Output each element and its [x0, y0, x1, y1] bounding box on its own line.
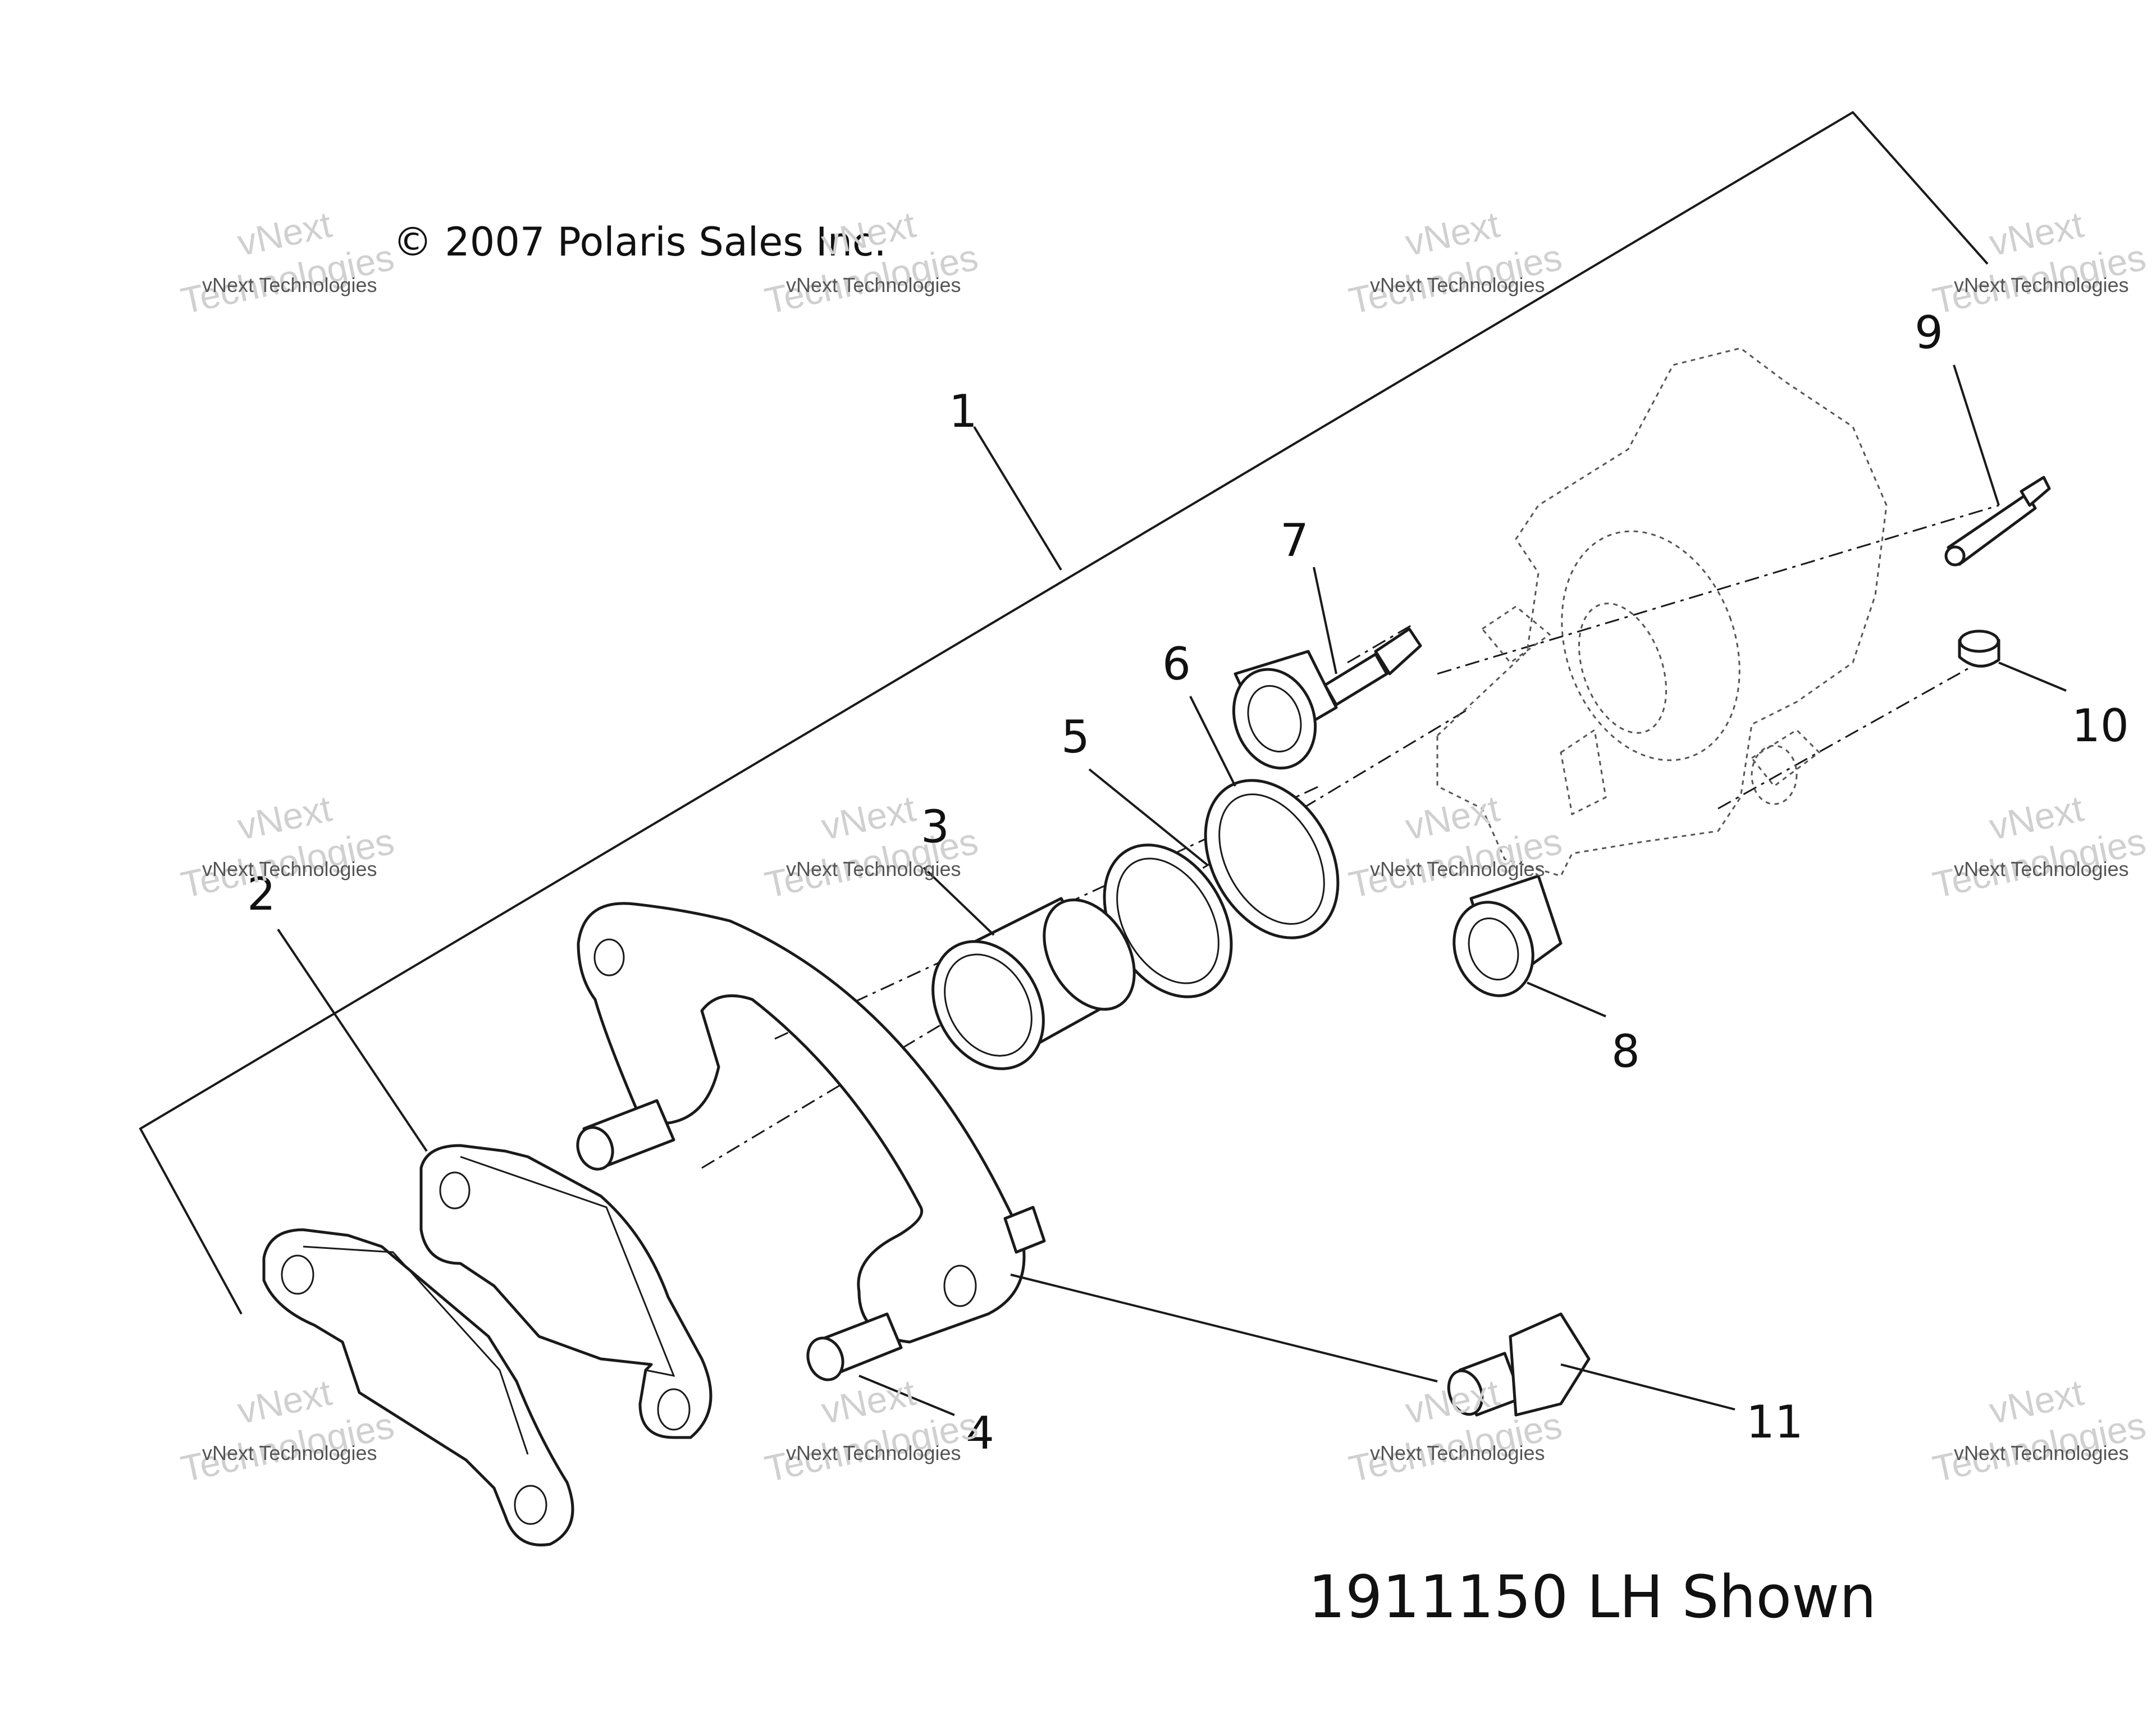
callout-3: 3 — [921, 801, 949, 853]
caliper-body-outline — [1436, 347, 1888, 877]
callout-4: 4 — [966, 1407, 994, 1459]
callout-8: 8 — [1611, 1025, 1640, 1078]
svg-text:vNext Technologies: vNext Technologies — [1954, 273, 2129, 296]
callout-2: 2 — [247, 868, 276, 920]
svg-text:vNext Technologies: vNext Technologies — [202, 857, 377, 880]
callout-1: 1 — [949, 385, 977, 437]
mounting-bolt-part — [1010, 1274, 1591, 1417]
guide-pin-part — [1232, 627, 1422, 770]
svg-text:vNext Technologies: vNext Technologies — [786, 1441, 961, 1464]
svg-text:vNext Technologies: vNext Technologies — [1370, 1441, 1545, 1464]
bleeder-screw-part — [1944, 476, 2051, 567]
piston-seal-part — [1204, 779, 1340, 939]
dust-seal-part — [1103, 843, 1233, 998]
bleeder-cap-part — [1958, 629, 2000, 668]
svg-text:vNext Technologies: vNext Technologies — [1370, 857, 1545, 880]
svg-text:vNext Technologies: vNext Technologies — [1370, 273, 1545, 296]
watermark: vNext Technologies vNext Technologies — [1929, 203, 2149, 322]
callout-9: 9 — [1915, 307, 1943, 359]
svg-text:vNext Technologies: vNext Technologies — [1954, 1441, 2129, 1464]
copyright-notice: © 2007 Polaris Sales Inc. — [393, 219, 887, 265]
watermark: vNext Technologies vNext Technologies — [177, 787, 398, 906]
svg-text:vNext Technologies: vNext Technologies — [786, 273, 961, 296]
watermark: vNext Technologies vNext Technologies — [761, 1371, 981, 1490]
callout-11: 11 — [1746, 1396, 1803, 1448]
brake-pad-inner-part — [419, 1144, 712, 1439]
svg-text:vNext Technologies: vNext Technologies — [786, 857, 961, 880]
leader-lines — [277, 364, 2067, 1416]
pin-boot-part — [1452, 874, 1563, 997]
callout-5: 5 — [1061, 711, 1090, 763]
svg-text:vNext Technologies: vNext Technologies — [202, 1441, 377, 1464]
watermark: vNext Technologies vNext Technologies — [1929, 787, 2149, 906]
callout-6: 6 — [1162, 638, 1191, 690]
brake-pad-outer-part — [262, 1228, 574, 1546]
svg-text:vNext Technologies: vNext Technologies — [202, 273, 377, 296]
piston-part — [931, 897, 1136, 1070]
diagram-caption: 1911150 LH Shown — [1308, 1563, 1876, 1631]
watermark: vNext Technologies vNext Technologies — [177, 203, 398, 322]
callout-7: 7 — [1280, 514, 1309, 567]
watermark: vNext Technologies vNext Technologies — [1929, 1371, 2149, 1490]
svg-text:vNext Technologies: vNext Technologies — [1954, 857, 2129, 880]
caliper-bracket-part — [576, 902, 1046, 1381]
callout-labels: 1 2 3 4 5 6 7 8 9 10 11 — [247, 307, 2129, 1459]
assembly-bracket-line — [139, 111, 1989, 1315]
watermark: vNext Technologies vNext Technologies — [761, 787, 981, 906]
watermark: vNext Technologies vNext Technologies — [1345, 203, 1565, 322]
callout-10: 10 — [2072, 700, 2129, 752]
